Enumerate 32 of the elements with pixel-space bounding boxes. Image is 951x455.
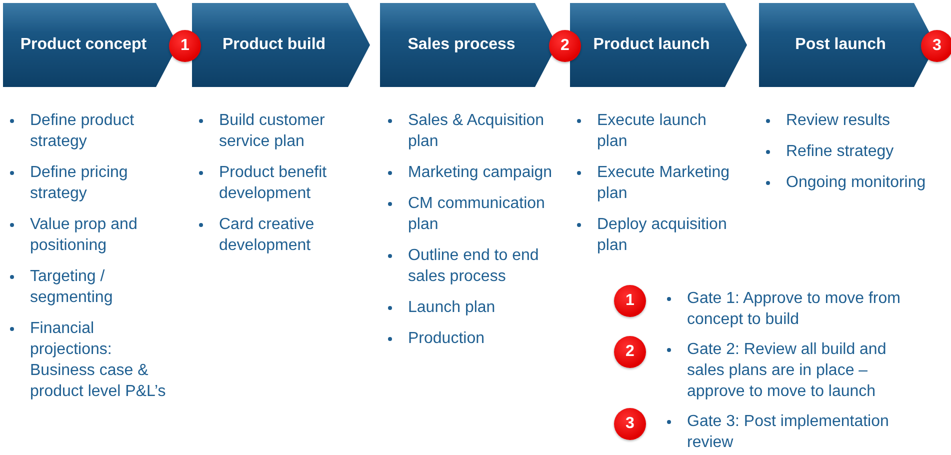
gate-marker: 3 (614, 408, 646, 440)
bullet-item: Targeting / segmenting (30, 267, 114, 308)
bullet-item: Execute Marketing plan (597, 163, 731, 204)
bullet-item: Refine strategy (786, 142, 894, 162)
bullet-item: Execute launch plan (597, 111, 708, 152)
bullet-item: Launch plan (408, 298, 496, 318)
bullet-item: CM communication plan (408, 194, 546, 235)
bullet-item: Sales & Acquisition plan (408, 111, 546, 152)
bullet-item: Product benefit development (219, 163, 328, 204)
bullet-item: Outline end to end sales process (408, 246, 540, 287)
stage-title: Product concept (20, 36, 147, 54)
bullet-item: Deploy acquisition plan (597, 215, 728, 256)
stage-title: Sales process (408, 36, 516, 54)
gate-description: Gate 3: Post implementation review (687, 412, 890, 453)
bullet-item: Build customer service plan (219, 111, 326, 152)
gate-description: Gate 2: Review all build and sales plans are in place – approve to move to launch (687, 340, 888, 402)
gate-marker: 1 (614, 285, 646, 317)
bullet-item: Financial projections: Business case & product level P&L’s (30, 319, 167, 402)
bullet-item: Define pricing strategy (30, 163, 129, 204)
stage-title: Post launch (795, 36, 886, 54)
bullet-item: Card creative development (219, 215, 316, 256)
gate-marker: 2 (614, 336, 646, 368)
gate-marker: 3 (921, 30, 951, 62)
bullet-item: Production (408, 329, 484, 349)
bullet-item: Define product strategy (30, 111, 136, 152)
bullet-item: Review results (786, 111, 890, 131)
stage-title: Product build (222, 36, 326, 54)
bullet-item: Ongoing monitoring (786, 173, 926, 193)
gate-description: Gate 1: Approve to move from concept to build (687, 289, 902, 330)
bullet-item: Value prop and positioning (30, 215, 138, 256)
bullet-item: Marketing campaign (408, 163, 552, 183)
stage-title: Product launch (593, 36, 710, 54)
